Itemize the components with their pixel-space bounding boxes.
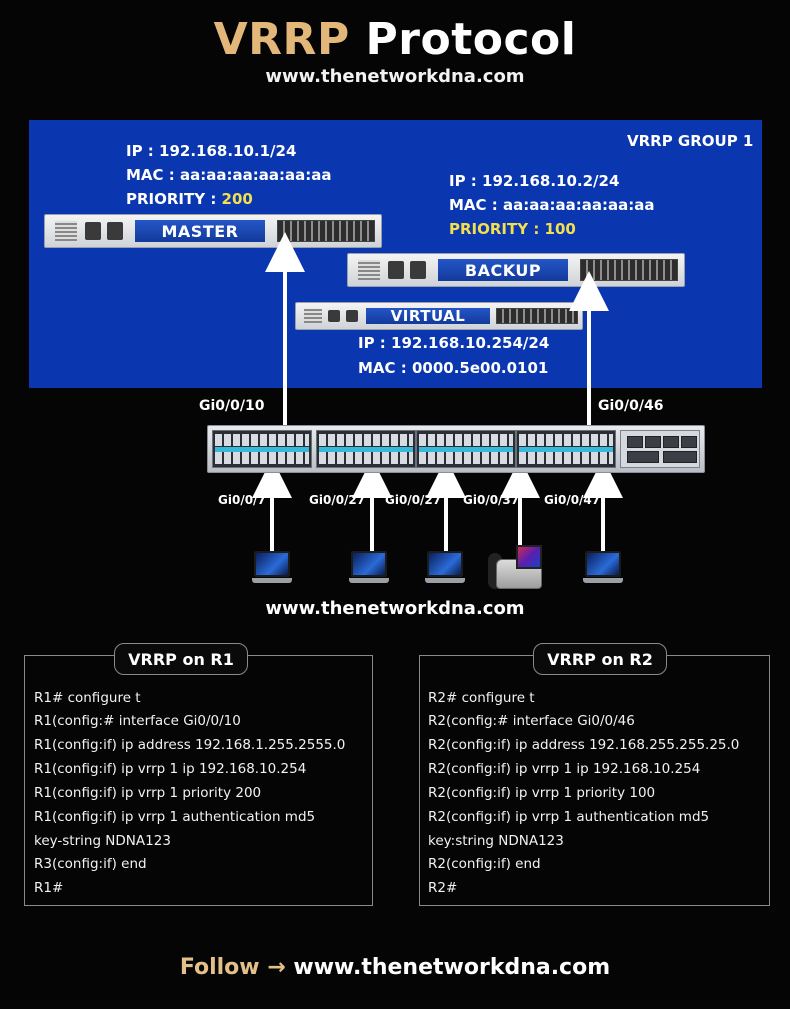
virtual-ip: IP : 192.168.10.254/24: [358, 334, 550, 352]
uplink-port-right: Gi0/0/46: [598, 398, 664, 414]
footer-url-link[interactable]: www.thenetworkdna.com: [293, 955, 611, 980]
config-r1-line: R1(config:if) ip vrrp 1 priority 200: [34, 785, 262, 801]
config-r1-line: R1(config:if) ip vrrp 1 authentication m…: [34, 809, 316, 825]
config-r2-line: R2#: [428, 880, 458, 896]
switch-uplink-module: [620, 430, 700, 468]
footer: Follow → www.thenetworkdna.com: [0, 955, 790, 980]
router-port: [85, 222, 101, 240]
config-r2-line: R2(config:if) ip vrrp 1 authentication m…: [428, 809, 710, 825]
config-r1-line: key-string NDNA123: [34, 833, 171, 849]
master-router-label: MASTER: [135, 220, 265, 242]
title-protocol: Protocol: [365, 14, 577, 65]
router-port: [388, 261, 404, 279]
virtual-router: VIRTUAL: [295, 302, 583, 330]
master-mac: MAC : aa:aa:aa:aa:aa:aa: [126, 166, 332, 184]
config-r2-line: R2# configure t: [428, 690, 535, 706]
access-port-label: Gi0/0/27: [309, 493, 366, 507]
ip-phone-icon: [488, 545, 544, 591]
router-vent: [304, 309, 322, 323]
config-r1-line: R1# configure t: [34, 690, 141, 706]
switch-port-block: [212, 430, 312, 468]
backup-router-label: BACKUP: [438, 259, 568, 281]
config-r2-line: R2(config:# interface Gi0/0/46: [428, 713, 635, 729]
master-priority-label: PRIORITY :: [126, 190, 222, 208]
config-r1-line: R1(config:# interface Gi0/0/10: [34, 713, 241, 729]
connection-arrows: [252, 232, 623, 552]
laptop-icon: [583, 551, 623, 585]
page-subtitle: www.thenetworkdna.com: [265, 66, 525, 87]
config-r1-line: R1#: [34, 880, 64, 896]
master-priority-value: 200: [221, 190, 253, 208]
router-port: [328, 310, 340, 322]
config-r2-line: R2(config:if) ip vrrp 1 ip 192.168.10.25…: [428, 761, 701, 777]
virtual-mac: MAC : 0000.5e00.0101: [358, 359, 549, 377]
laptop-icon: [425, 551, 465, 585]
backup-ip: IP : 192.168.10.2/24: [449, 172, 620, 190]
access-switch: [207, 425, 705, 473]
backup-router: BACKUP: [347, 253, 685, 287]
backup-mac: MAC : aa:aa:aa:aa:aa:aa: [449, 196, 655, 214]
router-port: [346, 310, 358, 322]
title-vrrp: VRRP: [213, 14, 350, 65]
access-port-label: Gi0/0/37: [463, 493, 520, 507]
router-vent: [358, 260, 380, 280]
router-port: [107, 222, 123, 240]
switch-port-block: [516, 430, 616, 468]
router-port: [410, 261, 426, 279]
access-port-label: Gi0/0/47: [544, 493, 601, 507]
switch-port-block: [416, 430, 516, 468]
backup-priority: PRIORITY : 100: [449, 220, 576, 238]
page-title: VRRP Protocol: [0, 14, 790, 65]
config-r1-line: R1(config:if) ip address 192.168.1.255.2…: [34, 737, 346, 753]
footer-arrow-icon: →: [267, 955, 286, 980]
access-port-label: Gi0/0/7: [218, 493, 266, 507]
access-port-label: Gi0/0/27: [385, 493, 442, 507]
backup-priority-value: 100: [544, 220, 576, 238]
virtual-router-label: VIRTUAL: [366, 307, 490, 325]
master-ip: IP : 192.168.10.1/24: [126, 142, 297, 160]
config-r2-title: VRRP on R2: [533, 643, 667, 675]
laptop-icon: [349, 551, 389, 585]
master-priority: PRIORITY : 200: [126, 190, 253, 208]
config-r1-line: R3(config:if) end: [34, 856, 147, 872]
mid-website-url: www.thenetworkdna.com: [265, 598, 525, 619]
master-router: MASTER: [44, 214, 382, 248]
uplink-port-left: Gi0/0/10: [199, 398, 265, 414]
backup-priority-label: PRIORITY :: [449, 220, 545, 238]
vrrp-group-label: VRRP GROUP 1: [627, 132, 754, 150]
footer-follow: Follow: [179, 955, 260, 980]
config-r2-line: R2(config:if) ip vrrp 1 priority 100: [428, 785, 656, 801]
config-r2-line: key:string NDNA123: [428, 833, 564, 849]
config-r2-line: R2(config:if) ip address 192.168.255.255…: [428, 737, 740, 753]
router-vent: [55, 221, 77, 241]
switch-port-block: [316, 430, 416, 468]
config-r1-line: R1(config:if) ip vrrp 1 ip 192.168.10.25…: [34, 761, 307, 777]
config-r2-line: R2(config:if) end: [428, 856, 541, 872]
laptop-icon: [252, 551, 292, 585]
router-port-bank: [496, 308, 578, 324]
config-r1-title: VRRP on R1: [114, 643, 248, 675]
